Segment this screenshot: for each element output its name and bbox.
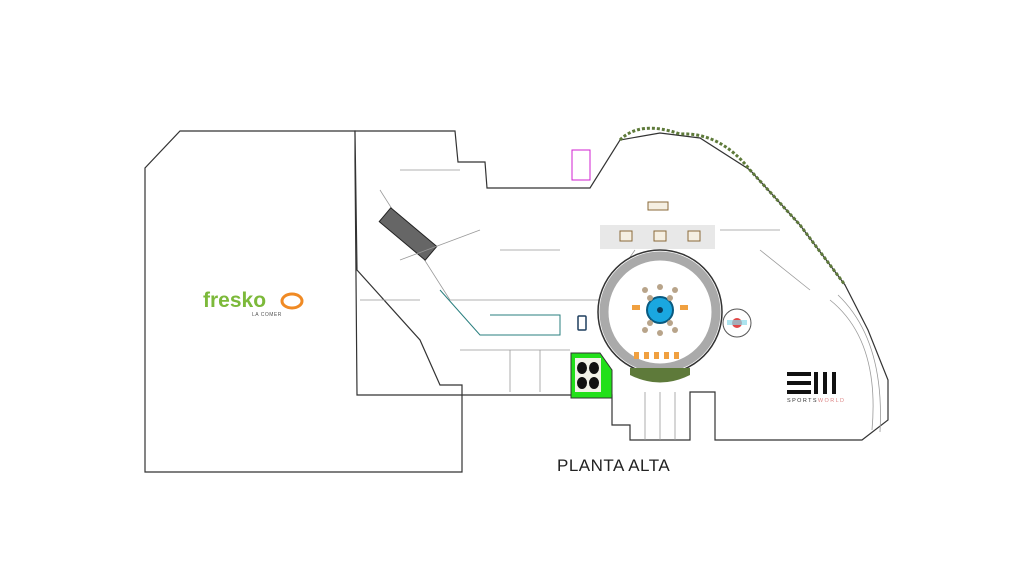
facade-lines: [829, 294, 881, 433]
central-plaza[interactable]: [597, 249, 723, 383]
sportsworld-logo-mark: [787, 372, 836, 394]
kiosk: [647, 201, 669, 211]
planter: [619, 230, 633, 242]
sportsworld-label-b: WORLD: [817, 398, 846, 404]
highlight-store[interactable]: [570, 352, 613, 399]
fresko-label: fresko: [203, 289, 267, 312]
elevator: [577, 315, 587, 331]
planter: [653, 230, 667, 242]
planter: [687, 230, 701, 242]
escalator: [378, 207, 438, 261]
magenta-stair: [571, 149, 591, 181]
escalator-path: [439, 289, 561, 336]
kiosk-round: [722, 308, 752, 338]
fresko-sub-label: LA COMER: [252, 312, 282, 318]
fresko-logo-mark: [280, 292, 304, 310]
shop-units: [360, 169, 811, 440]
floor-title: PLANTA ALTA: [557, 456, 671, 475]
garden-edge: [618, 126, 847, 286]
sportsworld-label-a: SPORTS: [787, 398, 818, 404]
sportsworld-label: SPORTSWORLD: [787, 398, 845, 404]
